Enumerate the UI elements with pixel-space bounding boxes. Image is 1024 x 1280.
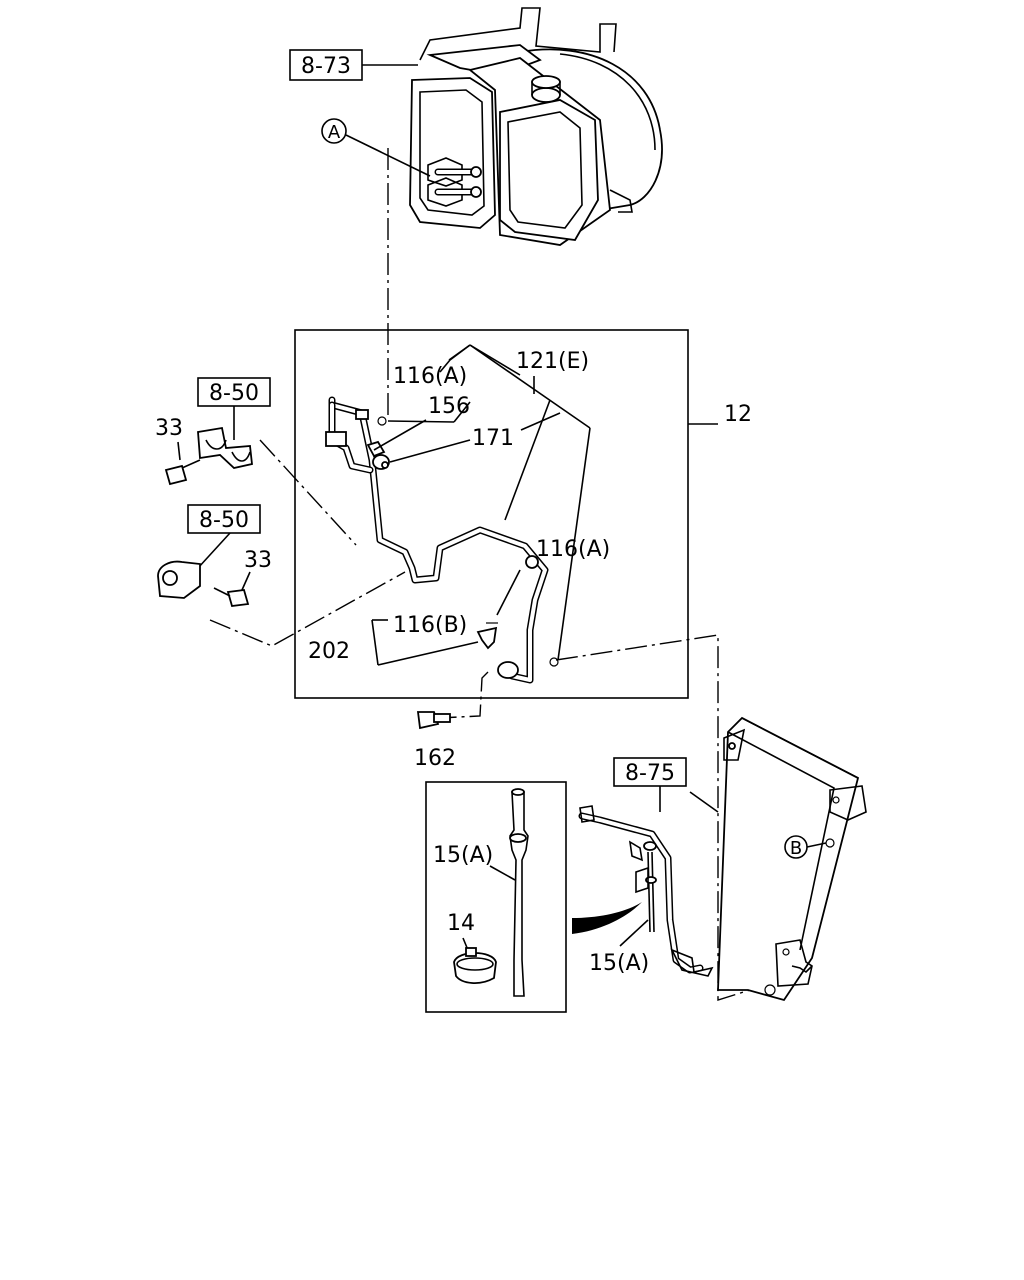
pipe-8-75: 8-75 15(A) [578, 757, 719, 977]
pipe-assembly-frame: 12 [294, 329, 752, 699]
bolt-162: 162 [414, 671, 489, 771]
label-202: 202 [308, 639, 350, 664]
clamp-top: 8-50 33 [155, 377, 357, 546]
label-14: 14 [447, 911, 475, 936]
callout-b: B [784, 835, 827, 859]
label-171: 171 [472, 426, 514, 451]
ref-8-73: 8-73 [289, 49, 418, 81]
callout-a: A [321, 118, 431, 177]
label-116b: 116(B) [393, 613, 467, 638]
label-33-bottom: 33 [244, 548, 272, 573]
label-15a-right: 15(A) [589, 951, 649, 976]
label-33-top: 33 [155, 416, 183, 441]
inset-box: 15(A) 14 [425, 781, 567, 1013]
callout-b-label: B [790, 838, 802, 859]
label-15a-inset: 15(A) [433, 843, 493, 868]
label-116a-right: 116(A) [536, 537, 610, 562]
label-12: 12 [724, 402, 752, 427]
clamp-bottom: 8-50 33 [157, 504, 406, 647]
detail-arrow [572, 902, 642, 934]
label-121e: 121(E) [516, 349, 589, 374]
ref-8-73-label: 8-73 [301, 54, 351, 79]
callout-a-label: A [328, 122, 341, 143]
ref-8-75-label: 8-75 [625, 761, 675, 786]
ref-8-50-top-label: 8-50 [209, 381, 259, 406]
pipe-fittings [325, 409, 559, 679]
callout-lines: 116(A) 121(E) 156 171 116(A) 116(B) 202 [308, 344, 610, 666]
label-156: 156 [428, 394, 470, 419]
condenser [717, 716, 867, 1002]
heater-unit [409, 7, 663, 246]
ref-8-50-bottom-label: 8-50 [199, 508, 249, 533]
label-116a-top: 116(A) [393, 364, 467, 389]
label-162: 162 [414, 746, 456, 771]
plug-116b [476, 626, 498, 650]
